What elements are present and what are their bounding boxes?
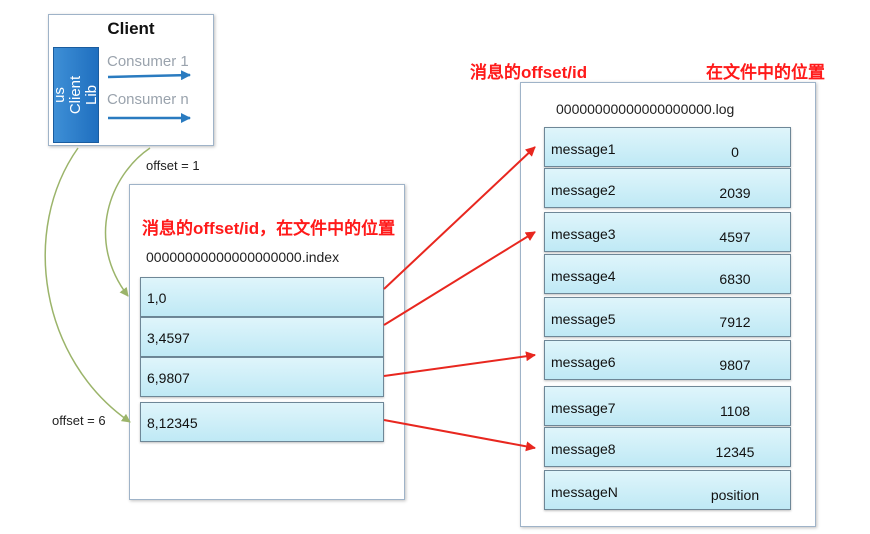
index-to-message1-arrow [383,146,536,290]
log-message-row: message3 4597 [544,212,791,252]
log-filename: 00000000000000000000.log [556,101,735,117]
client-box: Client us Client Lib Consumer 1 Consumer… [48,14,214,146]
index-entry: 1,0 [140,277,384,317]
log-message-row: message6 9807 [544,340,791,380]
index-entry: 3,4597 [140,317,384,357]
client-title: Client [107,19,155,38]
log-message-row: message4 6830 [544,254,791,294]
message-position: 1108 [719,403,751,419]
log-message-row: message2 2039 [544,168,791,208]
consumer-1-label: Consumer 1 [107,53,189,70]
consumer-n-label: Consumer n [107,91,189,108]
index-to-message6-arrow [383,351,536,377]
offset-1-label: offset = 1 [146,158,200,173]
offset-6-curve [44,147,131,423]
log-message-row: message5 7912 [544,297,791,337]
message-position: 7912 [719,314,751,330]
message-name: message2 [551,182,616,198]
message-position: 0 [731,144,739,160]
client-lib-label: us Client Lib [51,75,100,115]
log-message-row: message7 1108 [544,386,791,426]
index-annotation: 消息的offset/id，在文件中的位置 [142,219,396,238]
message-name: message3 [551,226,616,242]
index-to-message3-arrow [383,231,536,326]
log-message-row: message8 12345 [544,427,791,467]
message-name: message4 [551,268,616,284]
index-filename: 00000000000000000000.index [146,249,340,265]
log-annotation-offset: 消息的offset/id [470,63,588,82]
message-position: 12345 [715,444,755,460]
message-name: messageN [551,484,618,500]
message-name: message5 [551,311,616,327]
message-position: 9807 [719,357,751,373]
message-position: 2039 [719,185,751,201]
message-name: message8 [551,441,616,457]
index-entry: 6,9807 [140,357,384,397]
client-lib-block: us Client Lib [51,47,100,143]
index-to-message8-arrow [383,419,536,452]
log-message-row: message1 0 [544,127,791,167]
message-position: 4597 [719,229,751,245]
log-annotation-position: 在文件中的位置 [706,63,825,82]
message-name: message7 [551,400,616,416]
message-position: 6830 [719,271,751,287]
message-name: message6 [551,354,616,370]
index-entry: 8,12345 [140,402,384,442]
message-name: message1 [551,141,616,157]
offset-6-label: offset = 6 [52,413,106,428]
log-message-row: messageN position [544,470,791,510]
message-position: position [710,487,760,503]
